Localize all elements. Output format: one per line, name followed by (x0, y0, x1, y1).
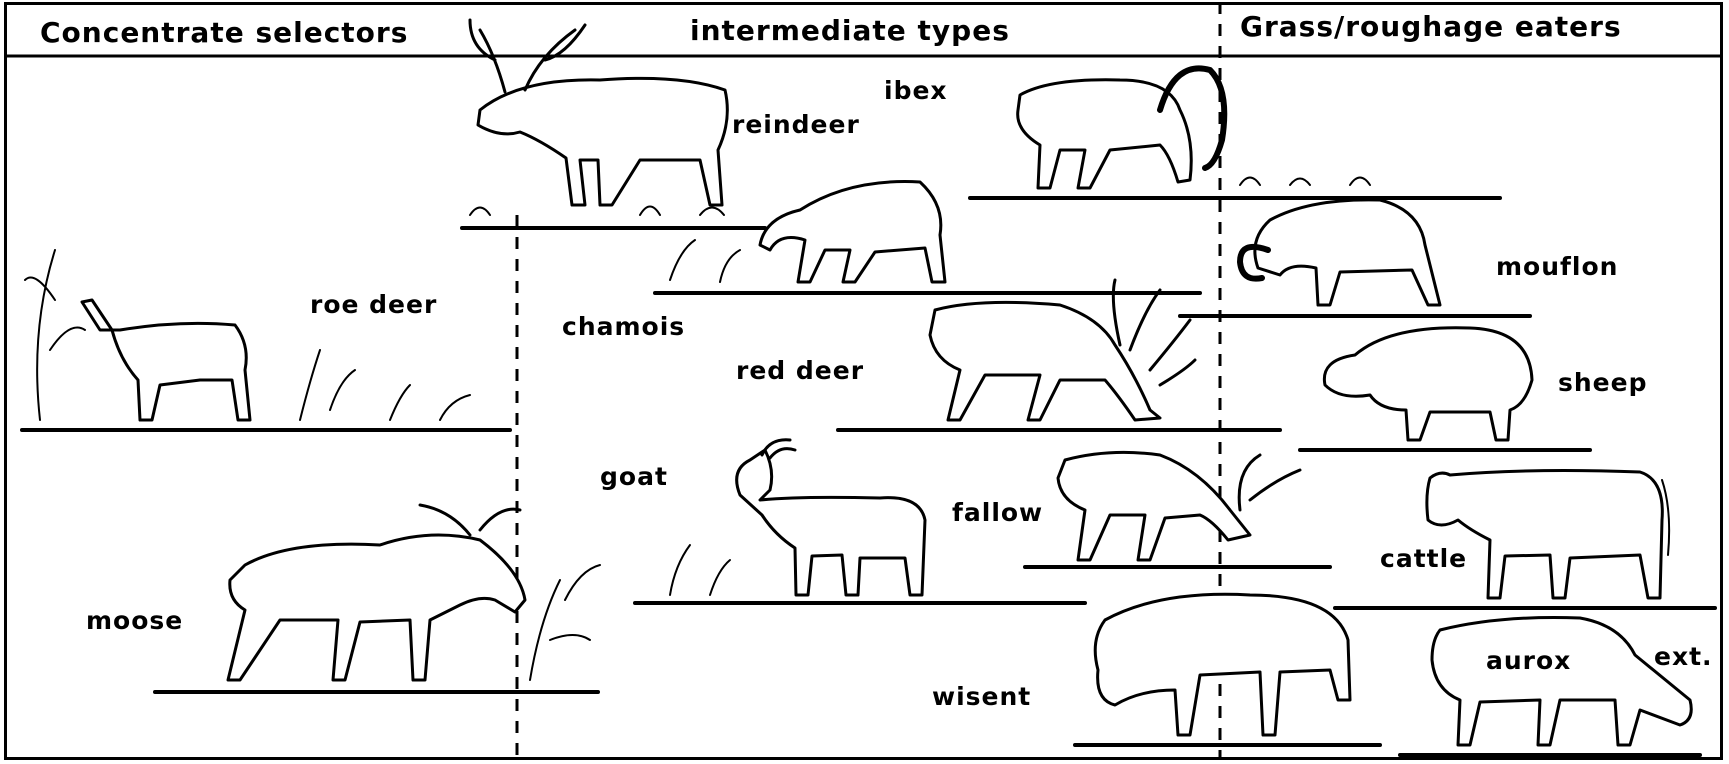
header-grass-roughage-eaters: Grass/roughage eaters (1240, 10, 1622, 43)
label-chamois: chamois (562, 312, 685, 341)
wisent-drawing (1075, 594, 1380, 745)
header-concentrate-selectors: Concentrate selectors (40, 16, 408, 49)
mouflon-drawing (1180, 200, 1530, 316)
label-moose: moose (86, 606, 183, 635)
label-roe-deer: roe deer (310, 290, 437, 319)
reindeer-drawing (462, 20, 765, 228)
label-goat: goat (600, 462, 668, 491)
label-ibex: ibex (884, 76, 948, 105)
cattle-drawing (1335, 471, 1715, 608)
label-mouflon: mouflon (1496, 252, 1618, 281)
aurox-drawing (1400, 618, 1700, 756)
moose-drawing (155, 505, 600, 692)
ibex-drawing (970, 68, 1500, 198)
label-aurox: aurox (1486, 646, 1571, 675)
label-reindeer: reindeer (732, 110, 860, 139)
label-sheep: sheep (1558, 368, 1648, 397)
label-fallow: fallow (952, 498, 1043, 527)
fallow-drawing (1025, 452, 1330, 567)
label-cattle: cattle (1380, 544, 1467, 573)
roe-deer-drawing (22, 250, 510, 430)
header-intermediate-types: intermediate types (690, 14, 1010, 47)
label-wisent: wisent (932, 682, 1031, 711)
label-extinct: ext. (1654, 642, 1713, 671)
red-deer-drawing (838, 280, 1280, 430)
label-red-deer: red deer (736, 356, 864, 385)
sheep-drawing (1300, 328, 1590, 450)
